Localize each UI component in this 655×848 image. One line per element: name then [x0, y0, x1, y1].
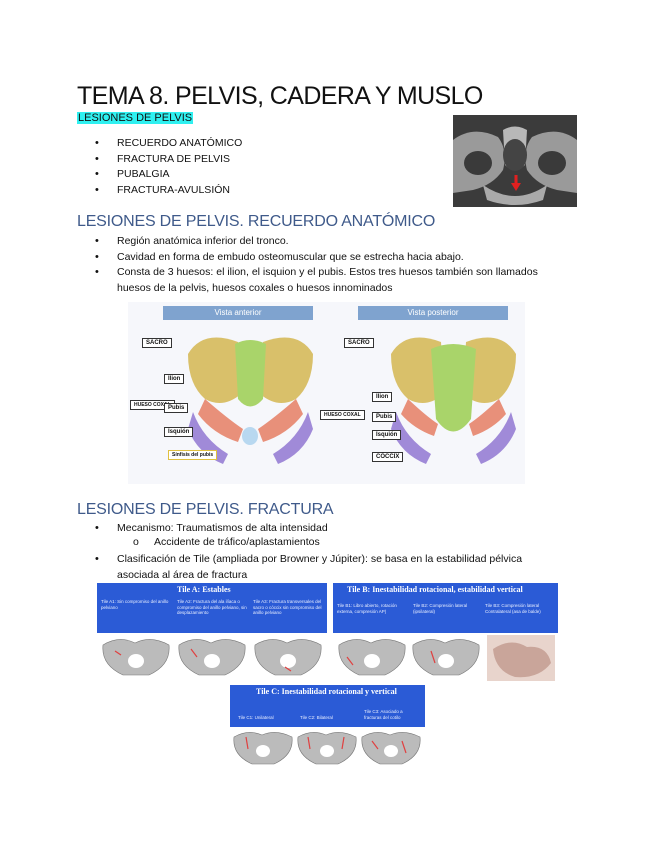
topics-list: RECUERDO ANATÓMICO FRACTURA DE PELVIS PU… [77, 136, 437, 198]
list-item: PUBALGIA [77, 167, 437, 183]
list-item: RECUERDO ANATÓMICO [77, 136, 437, 152]
tile-b-panel: Tile B: Inestabilidad rotacional, estabi… [333, 583, 558, 683]
anterior-view-figure: Vista anterior SACRO Ilion HUESO COXAL P… [128, 302, 318, 484]
page-title: TEMA 8. PELVIS, CADERA Y MUSLO [77, 82, 483, 110]
tile-a3-caption: Tile A3: Fractura transversales del sacr… [253, 599, 322, 615]
label-hueso-coxal: HUESO COXAL [320, 410, 365, 420]
list-item: Región anatómica inferior del tronco. [77, 234, 547, 250]
tile-b1-caption: Tile B1: Libro abierto, rotación externa… [337, 603, 397, 614]
label-pubis: Pubis [164, 403, 189, 413]
section-heading-fractura: LESIONES DE PELVIS. FRACTURA [77, 501, 334, 518]
tile-c3-caption: Tile C3: Asociado a fracturas del cotilo [364, 709, 403, 720]
label-sinfisis: Sínfisis del pubis [168, 450, 218, 460]
label-isquion: Isquión [372, 430, 402, 440]
tile-b2-caption: Tile B2: Compresión lateral (ipsilateral… [413, 603, 468, 614]
sub-item-marker: o [133, 536, 139, 548]
list-item: Clasificación de Tile (ampliada por Brow… [77, 552, 557, 583]
label-sacro: SACRO [344, 338, 374, 348]
tile-a-heading: Tile A: Estables [177, 585, 231, 594]
list-item: Mecanismo: Traumatismos de alta intensid… [77, 521, 557, 537]
sub-item-accidente: Accidente de tráfico/aplastamientos [154, 536, 320, 548]
label-sacro: SACRO [142, 338, 172, 348]
list-item: Consta de 3 huesos: el ilion, el isquion… [77, 265, 547, 296]
tile-a-panel: Tile A: Estables Tile A1: Sin compromiso… [97, 583, 327, 683]
anterior-view-bar: Vista anterior [163, 306, 313, 320]
highlighted-subtitle: LESIONES DE PELVIS [77, 112, 194, 124]
label-coccix: CÓCCIX [372, 452, 404, 462]
section-heading-anatomy: LESIONES DE PELVIS. RECUERDO ANATÓMICO [77, 213, 436, 230]
tile-b3-caption: Tile B3: Compresión lateral Contralatera… [485, 603, 541, 614]
posterior-view-figure: Vista posterior SACRO Ilion HUESO COXAL … [318, 302, 525, 484]
tile-b-heading: Tile B: Inestabilidad rotacional, estabi… [347, 585, 523, 594]
list-item: FRACTURA-AVULSIÓN [77, 183, 437, 199]
posterior-view-bar: Vista posterior [358, 306, 508, 320]
tile-a1-caption: Tile A1: Sin compromiso del anillo pelvi… [101, 599, 169, 610]
list-item: FRACTURA DE PELVIS [77, 152, 437, 168]
tile-a2-caption: Tile A2: Fractura del ala ilíaca o compr… [177, 599, 247, 615]
tile-c-panel: Tile C: Inestabilidad rotacional y verti… [230, 685, 425, 770]
label-isquion: Isquión [164, 427, 194, 437]
tile-c1-caption: Tile C1: Unilateral [238, 715, 274, 720]
label-ilion: Ilion [372, 392, 393, 402]
list-item: Cavidad en forma de embudo osteomuscular… [77, 250, 547, 266]
tile-c-heading: Tile C: Inestabilidad rotacional y verti… [256, 687, 397, 696]
anatomy-bullets: Región anatómica inferior del tronco. Ca… [77, 234, 547, 296]
tile-c2-caption: Tile C2: Bilateral [300, 715, 333, 720]
fractura-bullets: Mecanismo: Traumatismos de alta intensid… [77, 521, 557, 537]
label-pubis: Pubis [372, 412, 397, 422]
pelvis-xray-image [453, 115, 577, 207]
classification-bullet: Clasificación de Tile (ampliada por Brow… [77, 552, 557, 583]
label-ilion: Ilion [164, 374, 185, 384]
